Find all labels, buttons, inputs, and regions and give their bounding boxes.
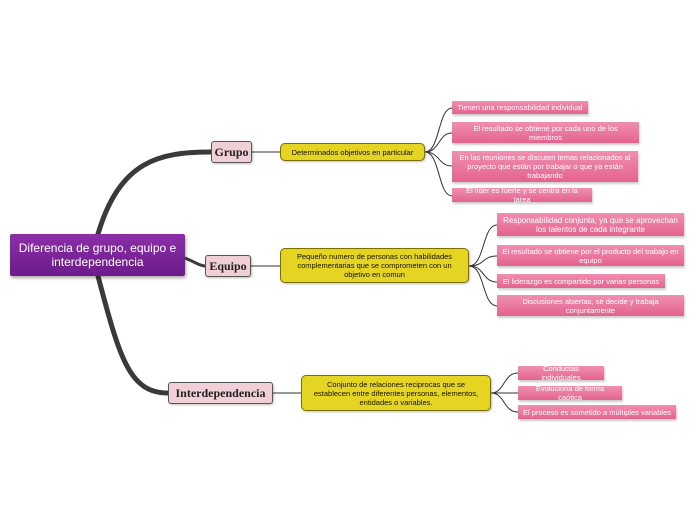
interdependencia-item-3[interactable]: El proceso es sometido a múltiples varia…: [518, 405, 676, 419]
trunk-to-equipo: [184, 256, 206, 268]
equipo-item-2-text: El resultado se obtiene por el producto …: [502, 246, 679, 265]
equipo-item-1-text: Responsabilidad conjunta, ya que se apro…: [503, 215, 678, 234]
trunk-to-grupo: [95, 149, 214, 237]
topic-interdependencia-label: Interdependencia: [175, 385, 266, 400]
grupo-item-3-text: En las reuniones se discuten temas relac…: [459, 153, 631, 180]
topic-equipo[interactable]: Equipo: [205, 255, 251, 277]
equipo-item-1[interactable]: Responsabilidad conjunta, ya que se apro…: [497, 213, 684, 236]
grupo-item-2-text: El resultado se obtiene por cada uno de …: [473, 123, 618, 142]
interdependencia-item-3-text: El proceso es sometido a múltiples varia…: [523, 407, 671, 417]
trunk-to-interdependencia: [95, 273, 171, 396]
grupo-description-text: Determinados objetivos en particular: [291, 147, 414, 157]
root-topic[interactable]: Diferencia de grupo, equipo e interdepen…: [10, 234, 185, 276]
equipo-item-2[interactable]: El resultado se obtiene por el producto …: [497, 245, 684, 266]
topic-grupo-label: Grupo: [214, 144, 249, 159]
equipo-item-3[interactable]: El liderazgo es compartido por varias pe…: [497, 274, 665, 288]
grupo-item-1-text: Tienen una responsabilidad individual: [457, 103, 583, 112]
grupo-item-4[interactable]: El líder es fuerte y se centra en la tar…: [452, 186, 592, 204]
grupo-item-4-text: El líder es fuerte y se centra en la tar…: [466, 186, 578, 204]
equipo-item-4-text: Discusiones abiertas, se decide y trabaj…: [522, 296, 659, 315]
grupo-item-2[interactable]: El resultado se obtiene por cada uno de …: [452, 122, 639, 143]
equipo-item-4[interactable]: Discusiones abiertas, se decide y trabaj…: [497, 295, 684, 316]
root-topic-label: Diferencia de grupo, equipo e interdepen…: [18, 241, 177, 269]
grupo-item-3[interactable]: En las reuniones se discuten temas relac…: [452, 151, 638, 182]
interdependencia-description-text: Conjunto de relaciones reciprocas que se…: [313, 379, 479, 407]
topic-equipo-label: Equipo: [209, 258, 247, 273]
equipo-item-3-text: El liderazgo es compartido por varias pe…: [502, 276, 660, 286]
equipo-description[interactable]: Pequeño numero de personas con habilidad…: [280, 248, 469, 283]
grupo-item-1[interactable]: Tienen una responsabilidad individual: [452, 101, 588, 114]
topic-interdependencia[interactable]: Interdependencia: [168, 382, 273, 404]
interdependencia-description[interactable]: Conjunto de relaciones reciprocas que se…: [301, 375, 491, 411]
interdependencia-item-1[interactable]: Conductas individuales: [518, 364, 604, 382]
equipo-description-text: Pequeño numero de personas con habilidad…: [296, 252, 453, 279]
topic-grupo[interactable]: Grupo: [211, 141, 252, 163]
interdependencia-item-2[interactable]: Evoluciona de forma caótica: [518, 384, 622, 402]
grupo-description[interactable]: Determinados objetivos en particular: [280, 143, 425, 161]
interdependencia-item-2-text: Evoluciona de forma caótica: [535, 384, 605, 402]
interdependencia-item-1-text: Conductas individuales: [541, 364, 581, 382]
